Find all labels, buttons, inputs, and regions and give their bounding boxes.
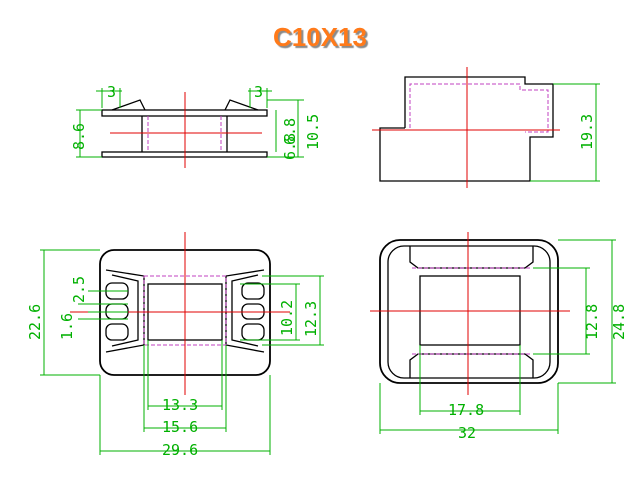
dim-bottom-window-width: 17.8 [448,401,484,419]
bottom-view: 12.8 24.8 17.8 32 [370,232,628,442]
dim-bottom-overall-height: 24.8 [610,304,628,340]
end-view: 19.3 [372,67,600,188]
top-view: 22.6 2.5 1.6 10.2 12.3 13.3 15.6 29.6 [26,232,324,459]
dim-side-top-left: 3 [107,83,116,101]
dim-side-inner-height: 6.8 [281,118,299,145]
dim-top-window-width: 13.3 [162,396,198,414]
dim-top-pin-width: 1.6 [58,313,76,340]
dim-top-flange-height: 12.3 [302,301,320,337]
dim-side-overall-left: 8.6 [70,123,88,150]
dim-side-top-right: 3 [254,83,263,101]
dim-side-bottom-flange: 6.8 [281,133,299,160]
dim-bottom-window-height: 12.8 [583,304,601,340]
drawing-title: C10X13 [273,22,367,52]
dim-side-overall-height: 10.5 [304,114,322,150]
dim-end-height: 19.3 [578,114,596,150]
dim-top-height-overall: 22.6 [26,304,44,340]
dim-bottom-overall-width: 32 [458,424,476,442]
dim-top-core-width: 15.6 [162,418,198,436]
side-view-left-latch [111,99,146,111]
side-view-right-latch [224,99,259,111]
dim-top-pin-pitch: 2.5 [70,276,88,303]
dim-top-overall-width: 29.6 [162,441,198,459]
side-view: 3 3 8.6 6.8 10.5 6.8 [70,83,322,168]
dim-top-window-height: 10.2 [278,300,296,336]
